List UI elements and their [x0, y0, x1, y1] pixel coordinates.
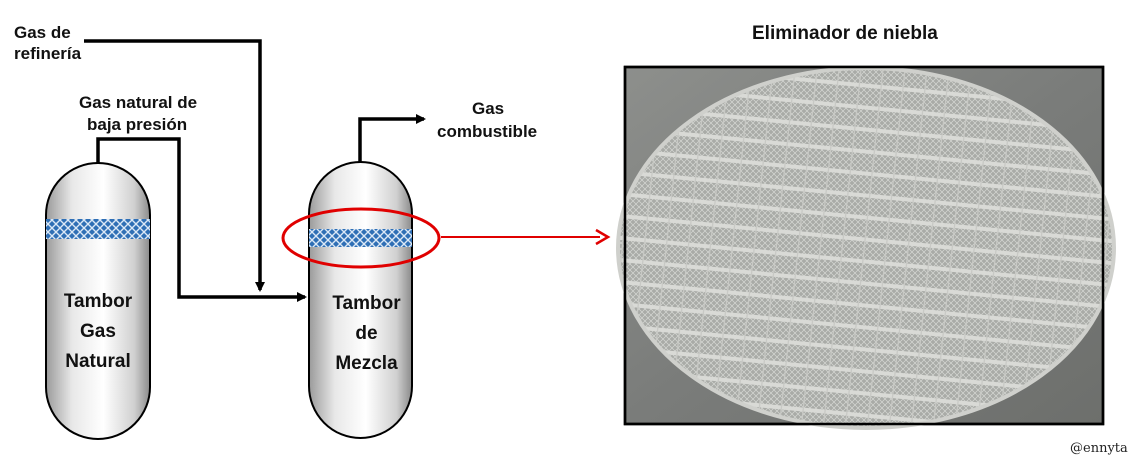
- grate-bar: [618, 278, 1114, 332]
- natural-tank-label-line2: Gas: [80, 321, 116, 342]
- mesh-crossbar: [618, 68, 621, 428]
- grate-bar: [618, 146, 1114, 200]
- mesh-crossbar: [755, 68, 797, 428]
- mesh-crossbar: [931, 68, 973, 428]
- grate-bar: [618, 300, 1114, 354]
- mesh-crossbar: [865, 68, 907, 428]
- grate-bar: [618, 168, 1114, 222]
- grate-bar: [618, 322, 1114, 376]
- refinery-gas-pipe: [84, 39, 265, 292]
- natural-tank-mesh-pad: [46, 219, 150, 239]
- natural-gas-label-line1: Gas natural de: [79, 93, 198, 112]
- natural-tank-label-line3: Natural: [65, 351, 131, 372]
- mixing-tank-label: Tambor de Mezcla: [315, 289, 418, 379]
- mixing-tank-label-line2: de: [355, 323, 378, 344]
- mist-eliminator-highlight: [281, 207, 441, 269]
- red-pointer-arrow-icon: [441, 228, 611, 246]
- mesh-crossbar: [777, 68, 819, 428]
- refinery-gas-label-line1: Gas de: [14, 23, 71, 42]
- fuel-gas-label-line2: combustible: [437, 122, 538, 141]
- mesh-crossbar: [975, 68, 1017, 428]
- piping: [84, 39, 426, 302]
- fuel-gas-label-line1: Gas: [472, 99, 505, 118]
- mesh-crossbar: [711, 68, 753, 428]
- natural-gas-label-line2: baja presión: [87, 115, 188, 134]
- mixing-tank-mesh-pad: [309, 229, 412, 247]
- mesh-crossbar: [799, 68, 841, 428]
- grate-bar: [618, 124, 1114, 178]
- natural-gas-tank: [45, 162, 151, 440]
- mesh-crossbar: [909, 68, 951, 428]
- author-credit: @ennyta: [1070, 441, 1128, 456]
- mesh-crossbar: [843, 68, 885, 428]
- mesh-crossbar: [887, 68, 929, 428]
- natural-tank-label: Tambor Gas Natural: [46, 287, 150, 377]
- grate-bar: [618, 190, 1114, 244]
- mesh-crossbar: [821, 68, 863, 428]
- mesh-crossbar: [733, 68, 775, 428]
- refinery-gas-label-line2: refinería: [14, 44, 82, 63]
- fuel-gas-pipe: [358, 114, 426, 162]
- mesh-crossbar: [953, 68, 995, 428]
- mist-eliminator-photo: [616, 65, 1116, 430]
- mixing-tank: [308, 161, 413, 439]
- mixing-tank-label-line1: Tambor: [332, 293, 401, 314]
- grate-bar: [618, 234, 1114, 288]
- mesh-crossbar: [689, 68, 731, 428]
- mesh-crossbar: [997, 68, 1039, 428]
- grate-bar: [618, 212, 1114, 266]
- natural-gas-pipe: [96, 137, 307, 302]
- mixing-tank-label-line3: Mezcla: [335, 353, 398, 374]
- natural-tank-label-line1: Tambor: [63, 291, 133, 312]
- photo-title: Eliminador de niebla: [752, 23, 938, 44]
